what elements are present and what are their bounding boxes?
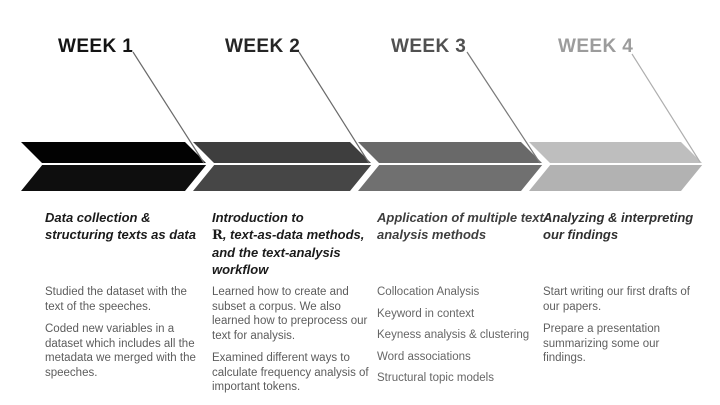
week-1-paragraph: Studied the dataset with the text of the… [45,286,187,313]
week-4-chevron-arrow [529,142,703,191]
week-2-column: Introduction to R, text-as-data methods, … [212,209,370,403]
week-2-label: WEEK 2 [225,36,301,57]
week-2-paragraph: Examined different ways to calculate fre… [212,352,369,393]
week-2-heading: Introduction to R, text-as-data methods, … [212,209,370,285]
week-1-label: WEEK 1 [58,36,134,57]
week-3-column: Application of multiple text-analysis me… [377,209,549,393]
week-2-heading-prefix: Introduction to [212,210,304,225]
week-2-chevron-arrow [193,142,372,191]
week-1-chevron-arrow [21,142,207,191]
week-4-label: WEEK 4 [558,36,634,57]
week-4-heading: Analyzing & interpreting our findings [543,210,694,242]
week-3-list-item: Keyness analysis & clustering [377,329,530,341]
week-1-column: Data collection & structuring texts as d… [45,209,198,388]
week-3-list-item: Word associations [377,350,471,363]
week-3-list-item: Structural topic models [377,372,494,384]
week-3-list-item: Keyword in context [377,307,475,320]
week-2-paragraph: Learned how to create and subset a corpu… [212,286,368,342]
week-1-paragraph: Coded new variables in a dataset which i… [45,323,196,379]
week-1-heading: Data collection & structuring texts as d… [45,210,196,242]
r-language-symbol: R [212,228,223,243]
week-3-chevron-arrow [358,142,543,191]
week-4-column: Analyzing & interpreting our findings St… [543,209,703,374]
week-3-heading: Application of multiple text-analysis me… [377,210,549,242]
week-3-label: WEEK 3 [391,36,467,57]
week-4-paragraph: Start writing our first drafts of our pa… [543,286,690,313]
week-3-list-item: Collocation Analysis [377,286,480,298]
week-2-heading-suffix: , text-as-data methods, and the text-ana… [212,227,365,277]
week-4-paragraph: Prepare a presentation summarizing some … [543,323,660,364]
